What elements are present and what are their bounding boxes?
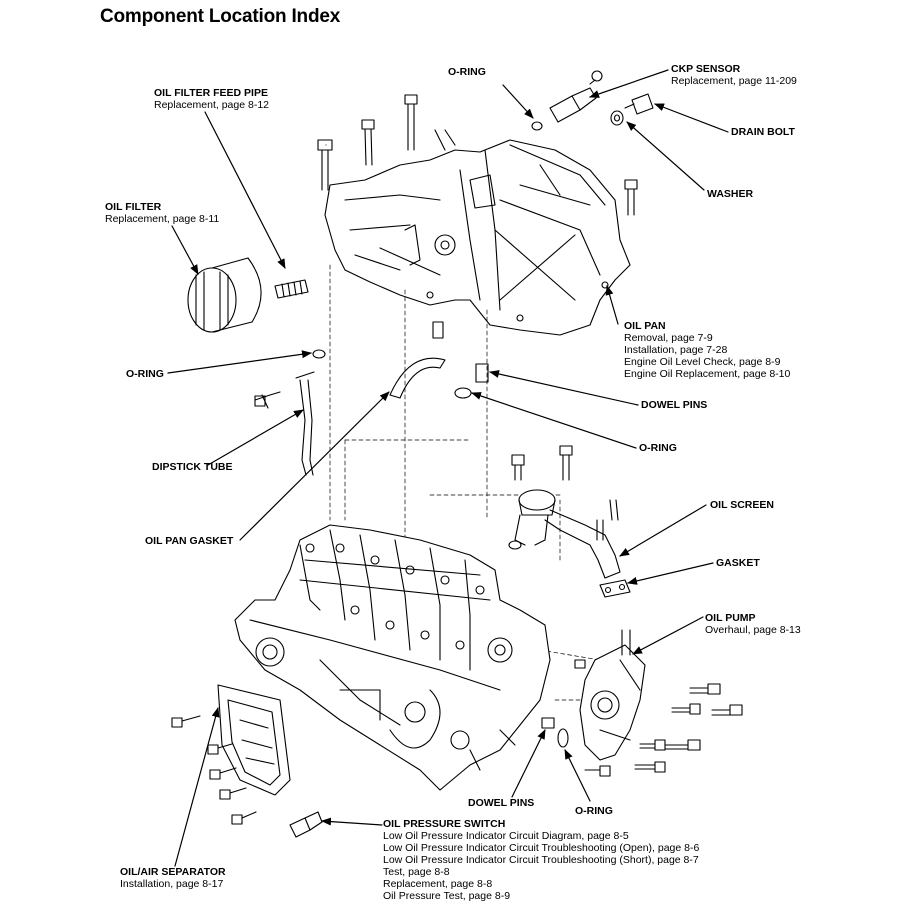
label-oil-pan-gasket: OIL PAN GASKET — [145, 535, 234, 547]
o-ring-bottom — [557, 728, 569, 748]
oil-pressure-switch-drawing — [289, 811, 323, 838]
o-ring-middle — [454, 387, 472, 399]
oil-pan-drawing — [324, 139, 631, 336]
label-oil-pan: OIL PAN Removal, page 7-9 Installation, … — [624, 320, 791, 380]
oil-pan-bolts — [317, 94, 638, 216]
label-o-ring-top: O-RING — [448, 66, 486, 78]
label-oil-filter: OIL FILTER Replacement, page 8-11 — [105, 201, 220, 225]
o-ring-left — [312, 349, 326, 359]
ckp-sensor-drawing — [531, 70, 603, 131]
label-oil-filter-feed-pipe: OIL FILTER FEED PIPE Replacement, page 8… — [154, 87, 269, 111]
label-dowel-pins-bottom: DOWEL PINS — [468, 797, 535, 809]
engine-block-drawing — [234, 524, 551, 791]
label-dowel-pins-top: DOWEL PINS — [641, 399, 708, 411]
label-o-ring-left: O-RING — [126, 368, 164, 380]
oil-pump-drawing — [579, 629, 646, 761]
dowel-pin-lower — [475, 363, 489, 383]
dowel-pin-bottom — [541, 717, 555, 729]
page-title: Component Location Index — [100, 6, 341, 27]
label-o-ring-bottom: O-RING — [575, 805, 613, 817]
label-oil-pump: OIL PUMP Overhaul, page 8-13 — [705, 612, 801, 636]
drain-bolt-drawing — [610, 93, 654, 126]
oil-filter-drawing — [187, 257, 309, 333]
oil-pump-bolts — [584, 683, 743, 777]
label-oil-pressure-switch: OIL PRESSURE SWITCH Low Oil Pressure Ind… — [383, 818, 700, 902]
label-o-ring-mid: O-RING — [639, 442, 677, 454]
dipstick-tube-drawing — [254, 371, 315, 476]
label-oil-screen: OIL SCREEN — [710, 499, 774, 511]
dowel-pin-right — [574, 659, 586, 669]
label-dipstick-tube: DIPSTICK TUBE — [152, 461, 233, 473]
gasket-drawing — [599, 579, 631, 598]
label-drain-bolt: DRAIN BOLT — [731, 126, 795, 138]
label-gasket: GASKET — [716, 557, 760, 569]
oil-screen-drawing — [508, 445, 621, 579]
separator-bolts — [171, 715, 257, 825]
oil-pan-gasket-drawing — [389, 357, 446, 399]
label-ckp-sensor: CKP SENSOR Replacement, page 11-209 — [671, 63, 797, 87]
label-washer: WASHER — [707, 188, 754, 200]
oil-air-separator-drawing — [217, 684, 291, 796]
label-oil-air-separator: OIL/AIR SEPARATOR Installation, page 8-1… — [120, 866, 226, 890]
dowel-pin-upper — [432, 321, 444, 339]
